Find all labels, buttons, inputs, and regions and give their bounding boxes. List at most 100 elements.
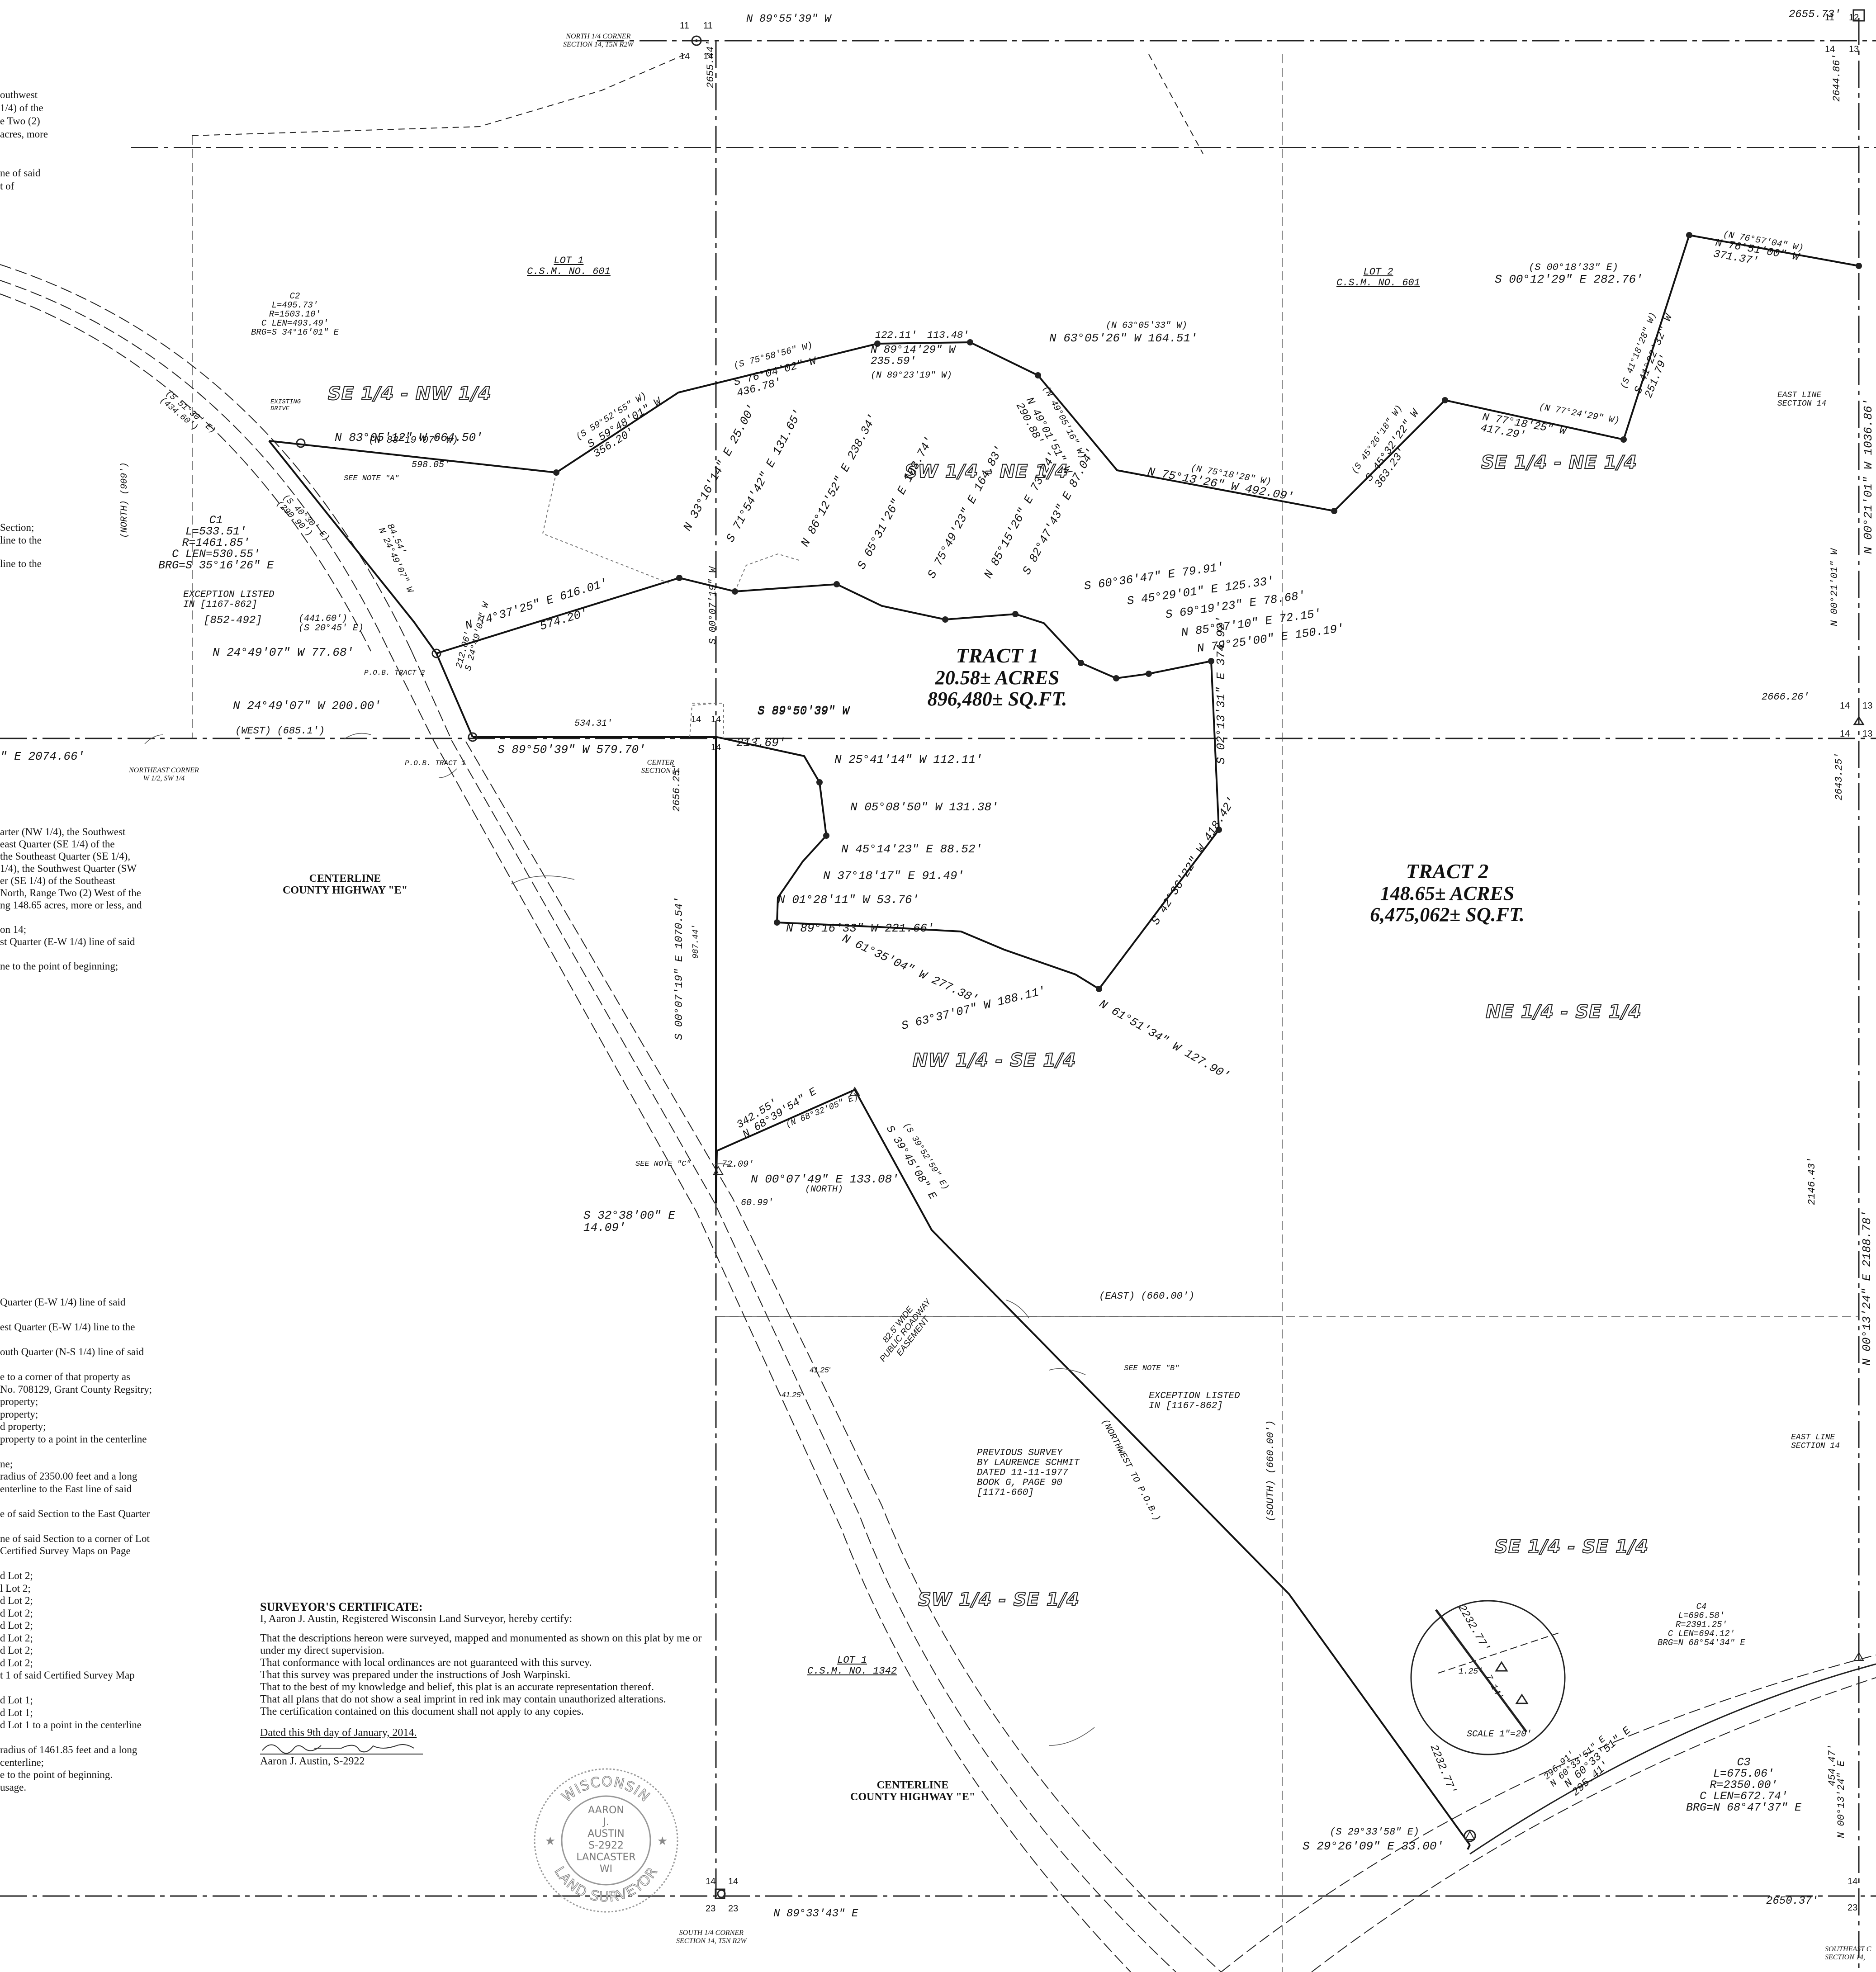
bearing-distance-call: N 01°28'11" W 53.76' [778,893,919,907]
section-number: 14 [1840,701,1850,711]
margin-line: ne of said [0,167,41,179]
margin-line: radius of 2350.00 feet and a long [0,1471,137,1482]
curve-c2-table: C2 L=495.73' R=1503.10' C LEN=493.49' BR… [251,291,339,337]
margin-line: e to a corner of that property as [0,1371,131,1382]
margin-line: d Lot 2; [0,1645,33,1656]
margin-line: the Southeast Quarter (SE 1/4), [0,851,131,862]
survey-call-existing_drive: EXISTING DRIVE [270,398,301,412]
margin-line: d Lot 1; [0,1694,33,1706]
survey-call-note_c: SEE NOTE "C" [635,1160,691,1168]
margin-line: 1/4), the Southwest Quarter (SW [0,863,137,874]
survey-call-d53431: 534.31' [574,719,613,729]
survey-call-s000719b: S 00°07'19" E 1070.54' [673,897,686,1040]
survey-call-n891429: N 89°14'29" W 235.59' [871,344,956,368]
section-number: 14 [1840,729,1850,739]
margin-line: Section; [0,522,34,533]
survey-call-d11348: 113.48' [927,330,969,341]
survey-call-d44160: (441.60') (S 20°45' E) [298,614,364,634]
margin-line: d Lot 2; [0,1595,33,1606]
southeast-corner-label: SOUTHEAST C SECTION 14, [1825,1945,1871,1961]
margin-line: d Lot 2; [0,1657,33,1669]
certificate-paragraph: That the descriptions hereon were survey… [260,1632,702,1656]
section-number: 11 [703,21,713,31]
svg-text:★: ★ [657,1834,668,1848]
survey-call-n831907: (N 83°19'07" W) [369,435,459,446]
survey-call-s292609: S 29°26'09" E 33.00' [1303,1840,1444,1853]
certificate-paragraph: That all plans that do not show a seal i… [260,1693,666,1705]
margin-line: North, Range Two (2) West of the [0,887,141,899]
tract-1-name: TRACT 1 [956,644,1039,667]
survey-call-n244907a: N 24°49'07" W 77.68' [213,646,354,659]
survey-call-south660: (SOUTH) (660.00') [1265,1420,1276,1522]
margin-line: on 14; [0,924,27,935]
tract-2-label: TRACT 2 148.65± ACRES 6,475,062± SQ.FT. [1312,860,1583,926]
survey-call-exception_a: EXCEPTION LISTED IN [1167-862] [183,590,275,610]
survey-call-n001324a: N 00°13'24" E 2188.78' [1860,1210,1874,1366]
margin-line: property; [0,1396,38,1407]
survey-call-scale: SCALE 1"=20' [1467,1729,1532,1740]
quarter-label-sw-se: SW 1/4 - SE 1/4 [918,1589,1080,1611]
survey-call-s293358: (S 29°33'58" E) [1330,1826,1420,1838]
margin-line: d Lot 2; [0,1607,33,1619]
survey-call-note_a: SEE NOTE "A" [344,474,399,483]
lot2-csm601-label: LOT 2 C.S.M. NO. 601 [1336,266,1420,288]
margin-line: t 1 of said Certified Survey Map [0,1669,135,1681]
survey-call-east_line_a: EAST LINE SECTION 14 [1777,391,1827,408]
survey-call-note_b: SEE NOTE "B" [1124,1364,1180,1373]
survey-call-d264486: 2644.86' [1831,54,1843,102]
margin-line: outhwest [0,89,38,100]
section-number: 14 [728,1877,739,1887]
bearing-distance-call: N 05°08'50" W 131.38' [850,800,999,814]
highway-curve-north [0,264,412,652]
curve-c1-table: C1 L=533.51' R=1461.85' C LEN=530.55' BR… [158,514,274,572]
survey-call-d264325: 2643.25' [1833,752,1845,800]
survey-call-d125: 1.25' [1459,1667,1483,1676]
section-number: 14 [1825,44,1835,54]
curve-c3-table: C3 L=675.06' R=2350.00' C LEN=672.74' BR… [1686,1756,1802,1814]
margin-line: ne; [0,1458,13,1470]
survey-call-d265625: 2656.25' [671,764,682,812]
survey-call-prev_survey: PREVIOUS SURVEY BY LAURENCE SCHMIT DATED… [977,1448,1080,1499]
seal-text: AUSTIN [587,1828,625,1840]
survey-call-n002101: N 00°21'01" W 1036.86' [1862,398,1875,554]
survey-call-d265037: 2650.37' [1766,1895,1819,1907]
section-number: 23 [706,1904,716,1914]
survey-call-d7209: 72.09' [721,1159,754,1170]
seal-text: WI [600,1863,612,1875]
survey-call-west685: (WEST) (685.1') [235,725,325,737]
highway-centerline [411,651,1176,1972]
survey-call-s895039b: S 89°50'39" W [758,704,849,717]
certificate-signer: Aaron J. Austin, S-2922 [260,1754,423,1768]
survey-call-s001833: (S 00°18'33" E) [1529,262,1619,273]
survey-call-n893343: N 89°33'43" E [773,1908,858,1920]
signature-scribble [262,1744,414,1754]
section-number: 13 [1849,44,1859,54]
margin-line: d Lot 1 to a point in the centerline [0,1719,142,1731]
survey-call-n001324b: N 00°13'24" E [1836,1760,1847,1838]
quarter-label-se-ne: SE 1/4 - NE 1/4 [1481,452,1637,473]
survey-call-s895039a: S 89°50'39" W 579.70' [497,743,646,757]
lot1-csm1342-label: LOT 1 C.S.M. NO. 1342 [807,1655,897,1677]
margin-line: centerline; [0,1756,44,1768]
margin-line: Quarter (E-W 1/4) line of said [0,1296,126,1308]
bearing-distance-call: N 25°41'14" W 112.11' [834,753,983,766]
margin-line: ne of said Section to a corner of Lot [0,1532,150,1544]
bearing-distance-call: N 45°14'23" E 88.52' [841,842,983,856]
margin-line: arter (NW 1/4), the Southwest [0,826,126,837]
tract-1-label: TRACT 1 20.58± ACRES 896,480± SQ.FT. [873,644,1122,710]
margin-line: radius of 1461.85 feet and a long [0,1744,137,1755]
svg-text:WISCONSIN: WISCONSIN [559,1774,653,1806]
tract-1-sqft: 896,480± SQ.FT. [927,688,1067,710]
certificate-paragraph: That this survey was prepared under the … [260,1669,571,1681]
quarter-label-ne-se: NE 1/4 - SE 1/4 [1485,1001,1642,1023]
certificate-intro: I, Aaron J. Austin, Registered Wisconsin… [260,1613,573,1625]
bearing-distance-call: S 89°50'39" W [758,705,849,718]
survey-call-east_line_b: EAST LINE SECTION 14 [1791,1433,1840,1451]
margin-line: e of said Section to the East Quarter [0,1508,150,1519]
survey-call-d6099: 60.99' [741,1198,774,1208]
svg-text:★: ★ [545,1834,555,1848]
section-number: 11 [1825,13,1834,23]
margin-line: property to a point in the centerline [0,1433,147,1445]
margin-line: enterline to the East line of said [0,1483,132,1494]
survey-call-s001229: S 00°12'29" E 282.76' [1495,273,1643,286]
